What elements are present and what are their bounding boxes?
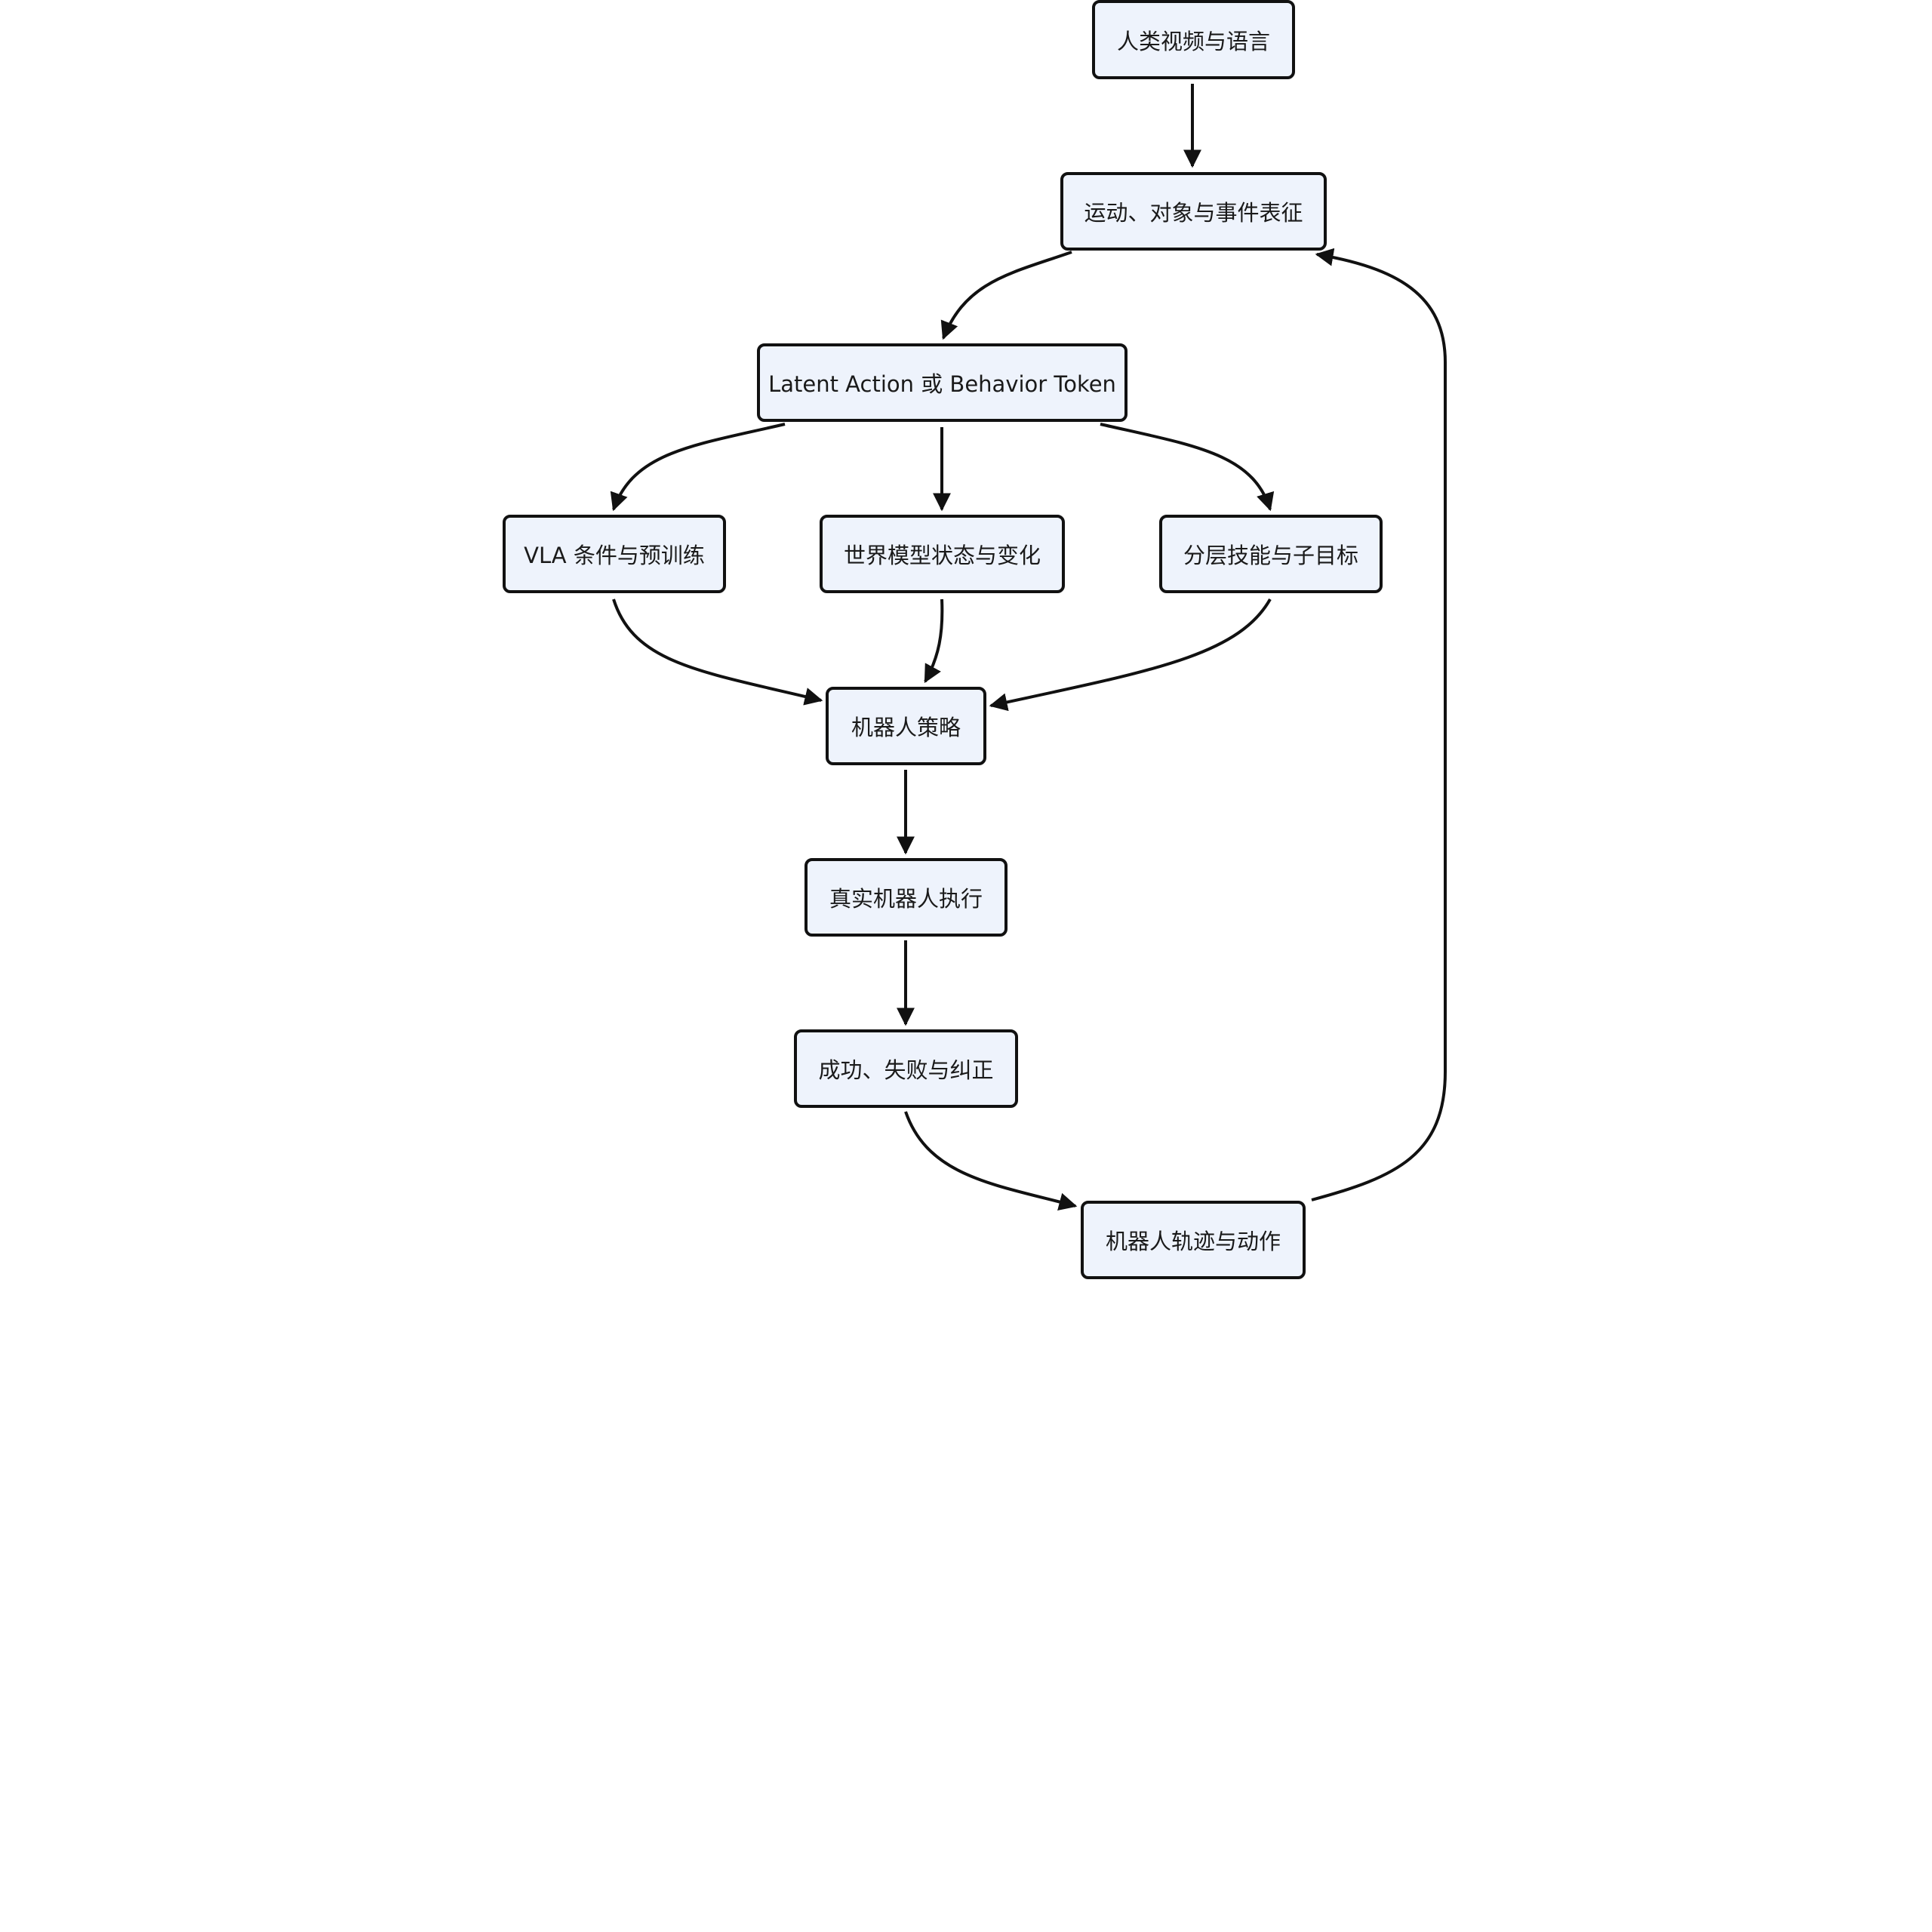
edge-vla-pretraining-to-robot-policy	[612, 598, 823, 706]
node-success-failure-correction: 成功、失败与纠正	[794, 1029, 1018, 1108]
node-world-model-state: 世界模型状态与变化	[820, 515, 1065, 593]
node-human-video-language: 人类视频与语言	[1092, 0, 1295, 79]
node-robot-policy: 机器人策略	[826, 687, 986, 765]
edge-robot-trajectory-to-motion-object-event	[1311, 248, 1447, 1201]
edge-latent-action-to-vla-pretraining	[610, 423, 786, 512]
node-latent-action-token: Latent Action 或 Behavior Token	[757, 343, 1128, 422]
node-human-video-language-label: 人类视频与语言	[1116, 28, 1270, 54]
node-latent-action-token-label: Latent Action 或 Behavior Token	[768, 371, 1116, 397]
node-vla-pretraining-label: VLA 条件与预训练	[524, 543, 705, 568]
node-hierarchical-skills: 分层技能与子目标	[1159, 515, 1383, 593]
node-hierarchical-skills-label: 分层技能与子目标	[1183, 543, 1358, 568]
node-vla-pretraining: VLA 条件与预训练	[503, 515, 726, 593]
node-world-model-state-label: 世界模型状态与变化	[843, 543, 1041, 568]
node-robot-trajectory-action-label: 机器人轨迹与动作	[1105, 1229, 1281, 1254]
node-real-robot-execution-label: 真实机器人执行	[829, 886, 983, 912]
node-motion-object-event: 运动、对象与事件表征	[1060, 172, 1327, 251]
edge-world-model-to-robot-policy	[924, 598, 944, 684]
node-motion-object-event-label: 运动、对象与事件表征	[1084, 200, 1303, 226]
edge-latent-action-to-hierarchical-skills	[1100, 423, 1275, 512]
edge-hierarchical-skills-to-robot-policy	[989, 598, 1272, 712]
node-success-failure-correction-label: 成功、失败与纠正	[818, 1057, 994, 1083]
edge-motion-object-event-to-latent-action	[940, 251, 1072, 340]
node-real-robot-execution: 真实机器人执行	[804, 858, 1008, 937]
edge-success-failure-to-robot-trajectory	[904, 1111, 1078, 1211]
node-robot-trajectory-action: 机器人轨迹与动作	[1081, 1201, 1306, 1279]
node-robot-policy-label: 机器人策略	[851, 715, 961, 740]
